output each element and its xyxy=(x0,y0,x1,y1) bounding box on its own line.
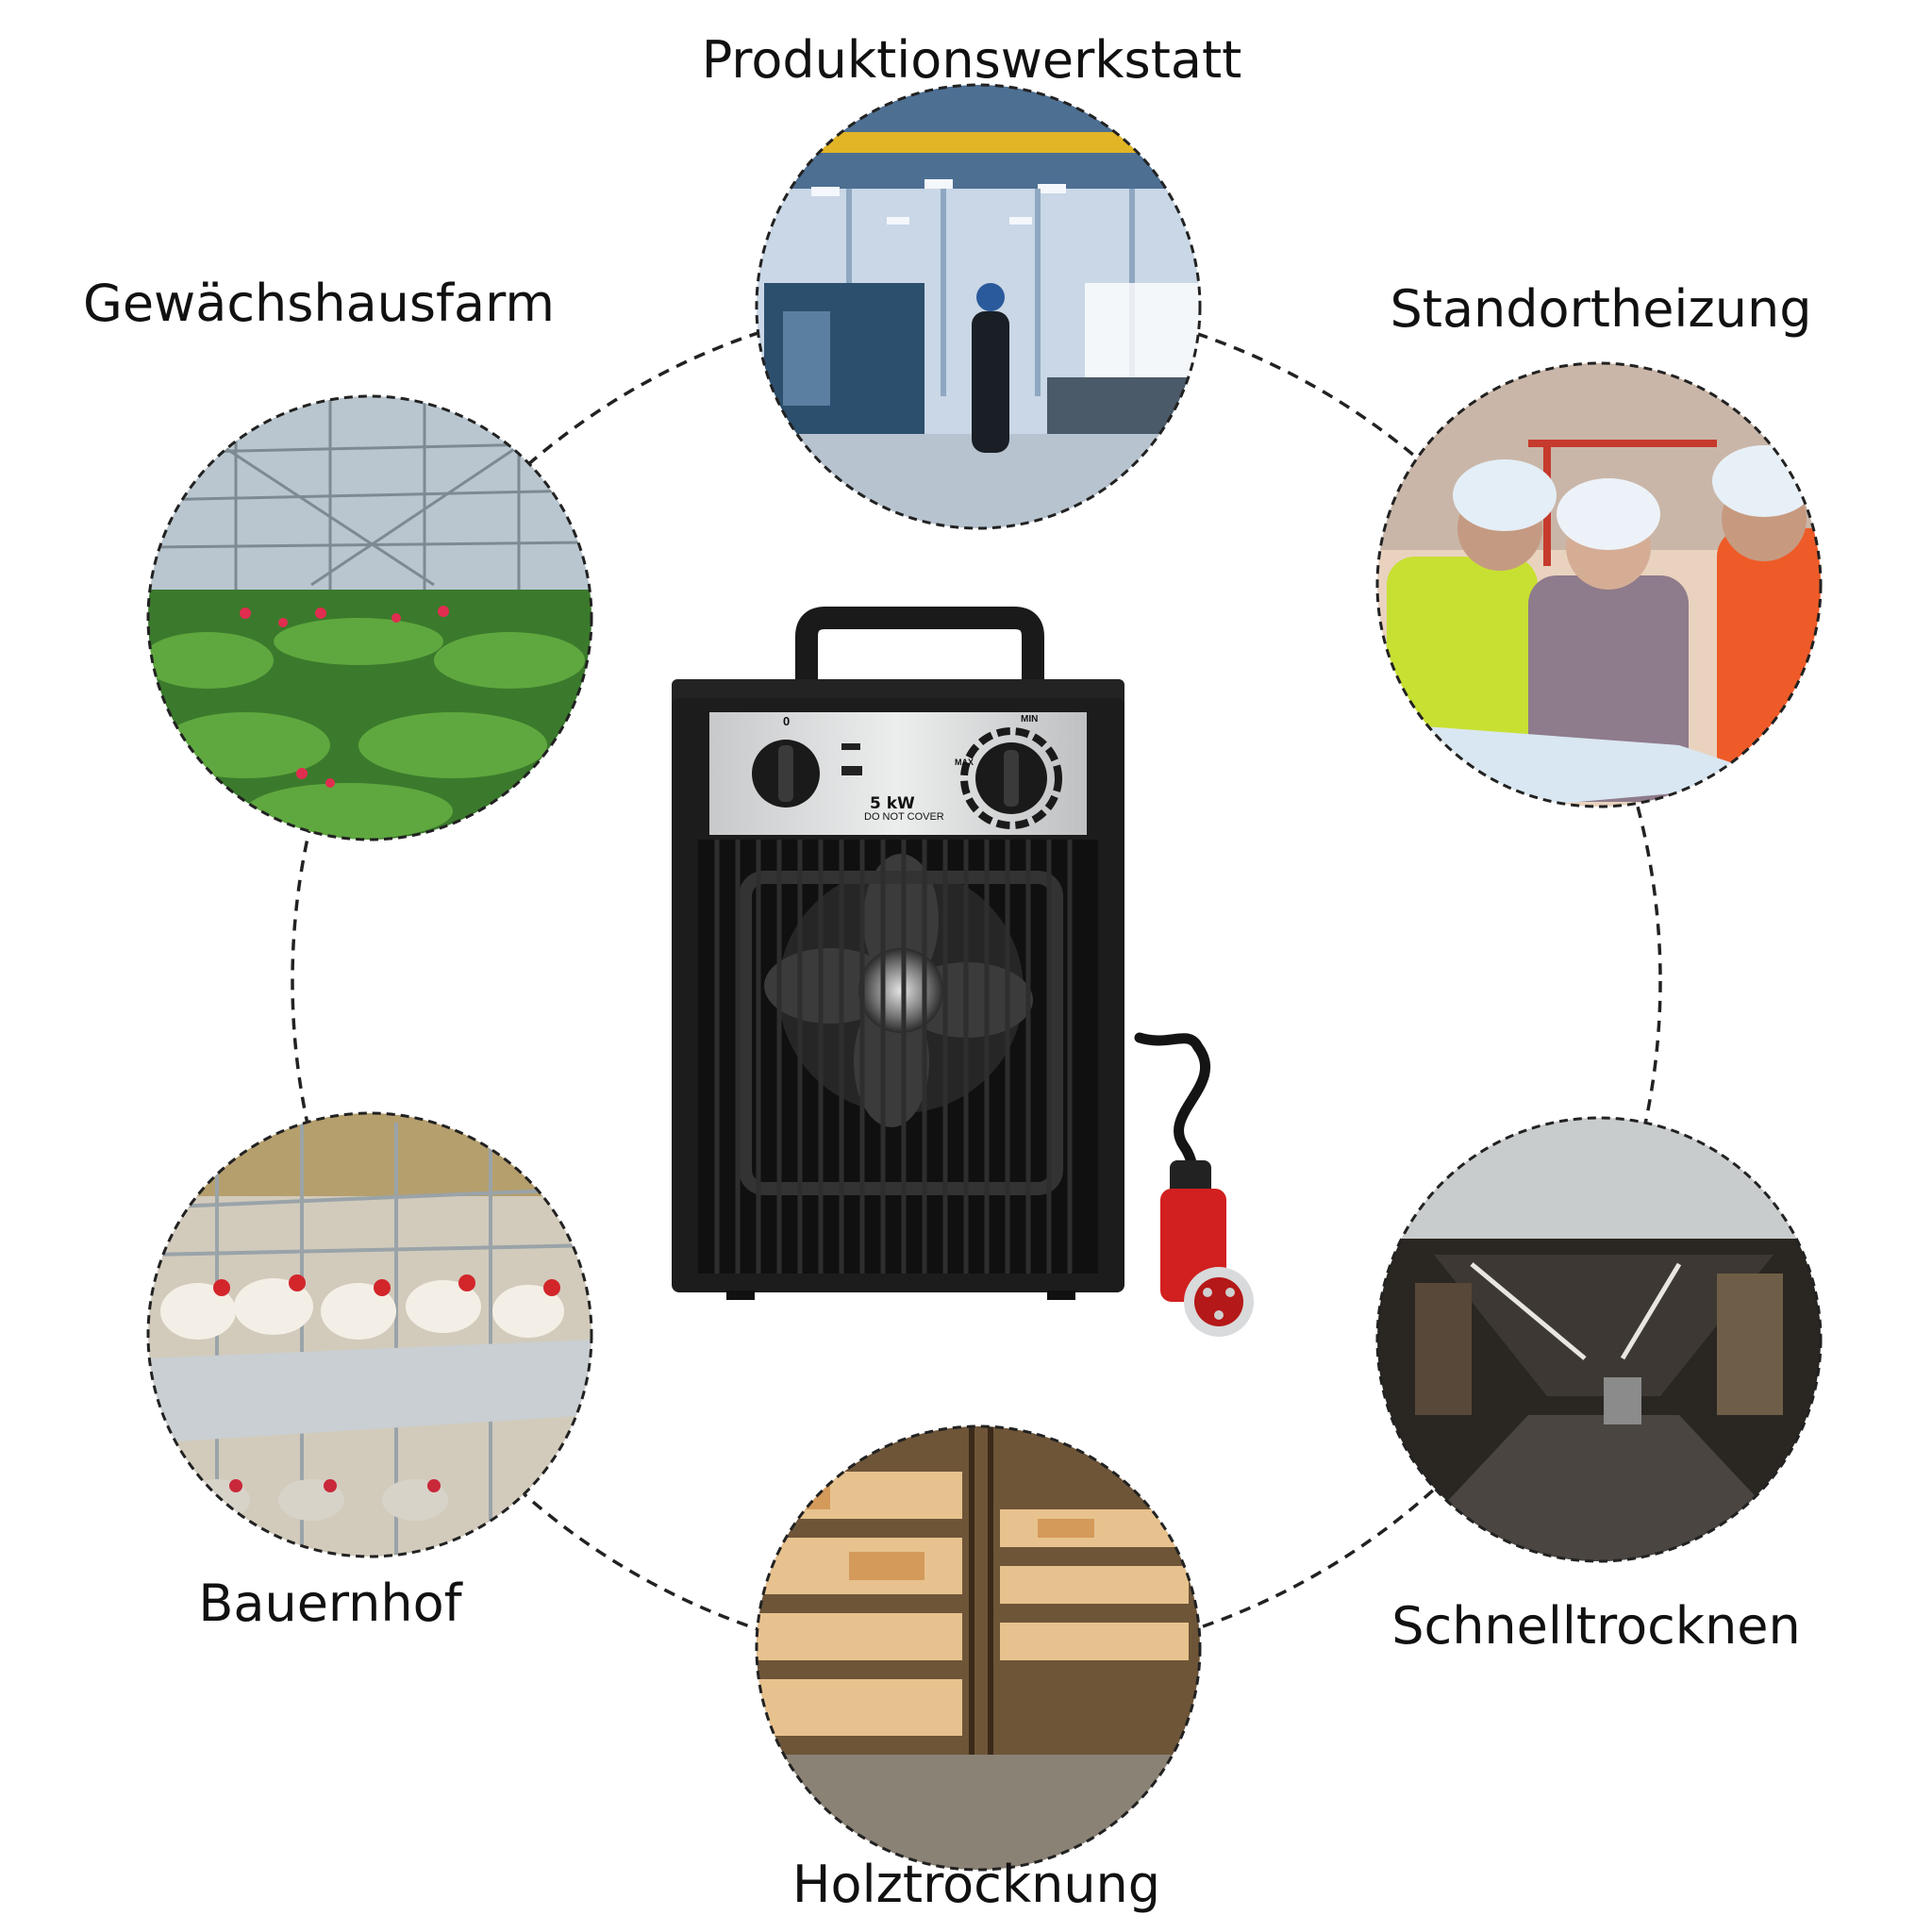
thermostat-max-label: MAX xyxy=(955,758,974,767)
switch-off-label: 0 xyxy=(783,714,791,728)
power-rating-label: 5 kW xyxy=(870,794,915,813)
label-produktionswerkstatt: Produktionswerkstatt xyxy=(701,30,1242,90)
label-holztrocknung: Holztrocknung xyxy=(791,1855,1161,1914)
label-bauernhof: Bauernhof xyxy=(198,1574,462,1633)
label-standortheizung: Standortheizung xyxy=(1390,279,1812,339)
fan-heater xyxy=(672,607,1254,1337)
cee-power-plug[interactable] xyxy=(1160,1160,1254,1337)
carry-handle xyxy=(795,607,1044,693)
fan-hub xyxy=(858,948,943,1033)
thermostat-min-label: MIN xyxy=(1021,714,1039,724)
label-schnelltrocknen: Schnelltrocknen xyxy=(1391,1596,1801,1656)
label-gewaechshausfarm: Gewächshausfarm xyxy=(82,274,556,333)
do-not-cover-warning: DO NOT COVER xyxy=(864,811,944,823)
fan-mode-icons xyxy=(841,743,862,775)
thermostat-arc xyxy=(960,727,1062,829)
